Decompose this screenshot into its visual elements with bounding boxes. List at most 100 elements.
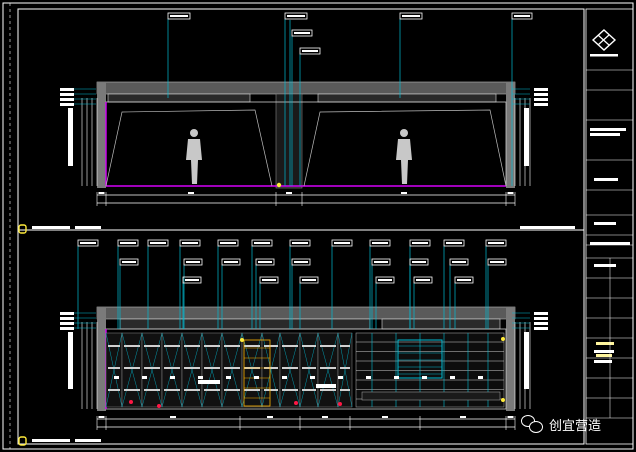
dimension-label bbox=[60, 88, 74, 91]
lower-shelving-units bbox=[355, 332, 505, 408]
callout-tag bbox=[375, 276, 395, 284]
title-block-text bbox=[590, 242, 630, 245]
upper-view-title-bar bbox=[32, 226, 70, 229]
upper-marker-dot bbox=[276, 182, 282, 188]
title-block-highlight bbox=[596, 342, 614, 345]
dimension-label bbox=[60, 327, 74, 330]
callout-tag-text bbox=[402, 15, 420, 17]
callout-tag-text bbox=[334, 242, 350, 244]
callout-tag-text bbox=[302, 50, 318, 52]
lower-ceiling-slab bbox=[96, 306, 516, 320]
detail-marker bbox=[129, 400, 133, 404]
upper-room-outline bbox=[105, 101, 507, 187]
callout-tag bbox=[511, 12, 533, 20]
dimension-label bbox=[534, 88, 548, 91]
dimension-marker bbox=[226, 376, 231, 379]
callout-tag bbox=[409, 239, 431, 247]
detail-marker bbox=[501, 337, 505, 341]
dimension-marker bbox=[114, 376, 119, 379]
callout-tag bbox=[251, 239, 273, 247]
callout-tag-text bbox=[80, 242, 96, 244]
upper-ceiling-slab bbox=[96, 81, 516, 95]
callout-tag-text bbox=[378, 279, 392, 281]
sheet-inner-border bbox=[17, 8, 585, 445]
panel-handle bbox=[282, 389, 298, 391]
upper-right-dimensions bbox=[512, 88, 548, 186]
feature-cabinet bbox=[243, 339, 271, 407]
lower-markers bbox=[114, 337, 505, 408]
dimension-label bbox=[534, 103, 548, 106]
upper-left-perspective bbox=[105, 109, 273, 187]
callout-tag bbox=[331, 239, 353, 247]
callout-tag-text bbox=[412, 242, 428, 244]
title-block-highlight bbox=[596, 354, 612, 357]
panel-handle bbox=[124, 389, 140, 391]
callout-tag-text bbox=[122, 261, 136, 263]
title-block-text bbox=[594, 360, 612, 363]
dimension-text-bar bbox=[524, 332, 529, 389]
callout-tag-text bbox=[416, 279, 430, 281]
panel-handle bbox=[224, 389, 240, 391]
panel-handle bbox=[244, 389, 260, 391]
callout-tag bbox=[182, 276, 202, 284]
panel-handle bbox=[204, 389, 220, 391]
callout-tag-text bbox=[292, 242, 308, 244]
company-logo-icon bbox=[590, 29, 618, 57]
upper-right-perspective bbox=[303, 109, 507, 187]
dimension-label bbox=[382, 416, 388, 418]
lower-elevation bbox=[18, 239, 548, 446]
callout-tag-text bbox=[182, 242, 198, 244]
dimension-marker bbox=[282, 376, 287, 379]
panel-handle bbox=[204, 345, 220, 347]
panel-handle bbox=[302, 367, 316, 369]
dimension-label bbox=[60, 322, 74, 325]
upper-view-label-icon bbox=[18, 224, 27, 234]
callout-tag-text bbox=[490, 261, 504, 263]
panel-handle bbox=[302, 345, 316, 347]
title-block-text bbox=[590, 128, 626, 131]
detail-marker bbox=[501, 398, 505, 402]
dimension-label bbox=[460, 416, 466, 418]
callout-tag bbox=[119, 258, 139, 266]
callout-tag-text bbox=[372, 242, 388, 244]
dimension-label bbox=[507, 192, 514, 194]
dimension-label bbox=[534, 98, 548, 101]
callout-tag-text bbox=[186, 261, 200, 263]
dimension-marker bbox=[450, 376, 455, 379]
dimension-marker bbox=[254, 376, 259, 379]
callout-tag bbox=[291, 258, 311, 266]
dimension-label bbox=[286, 192, 292, 194]
callout-tag-text bbox=[224, 261, 238, 263]
callout-tag bbox=[409, 258, 429, 266]
watermark: 创宜营造 bbox=[521, 412, 601, 436]
dimension-label bbox=[60, 317, 74, 320]
upper-ceiling-recess-left bbox=[107, 93, 251, 103]
lower-view-title-bar bbox=[32, 439, 70, 442]
callout-tag bbox=[443, 239, 465, 247]
panel-handle bbox=[144, 367, 160, 369]
callout-tag bbox=[449, 258, 469, 266]
panel-handle bbox=[264, 345, 278, 347]
dimension-label bbox=[170, 416, 176, 418]
title-block-text bbox=[590, 133, 620, 136]
panel-handle bbox=[224, 345, 240, 347]
lower-left-dimensions bbox=[60, 312, 98, 409]
upper-elevation bbox=[18, 12, 575, 234]
dimension-marker bbox=[422, 376, 427, 379]
panel-handle bbox=[164, 389, 180, 391]
callout-tag bbox=[413, 276, 433, 284]
dimension-marker bbox=[198, 376, 203, 379]
callout-tag-text bbox=[457, 279, 471, 281]
dimension-text-bar bbox=[68, 332, 73, 389]
panel-label bbox=[316, 384, 336, 388]
panel-handle bbox=[264, 389, 278, 391]
callout-tag-text bbox=[302, 279, 316, 281]
panel-handle bbox=[282, 345, 298, 347]
lower-view-label-icon bbox=[18, 436, 27, 446]
callout-tag bbox=[299, 47, 321, 55]
title-block-frame bbox=[585, 8, 634, 445]
dimension-label bbox=[534, 322, 548, 325]
dimension-marker bbox=[170, 376, 175, 379]
dimension-text-bar bbox=[524, 108, 529, 166]
title-block bbox=[585, 8, 634, 445]
